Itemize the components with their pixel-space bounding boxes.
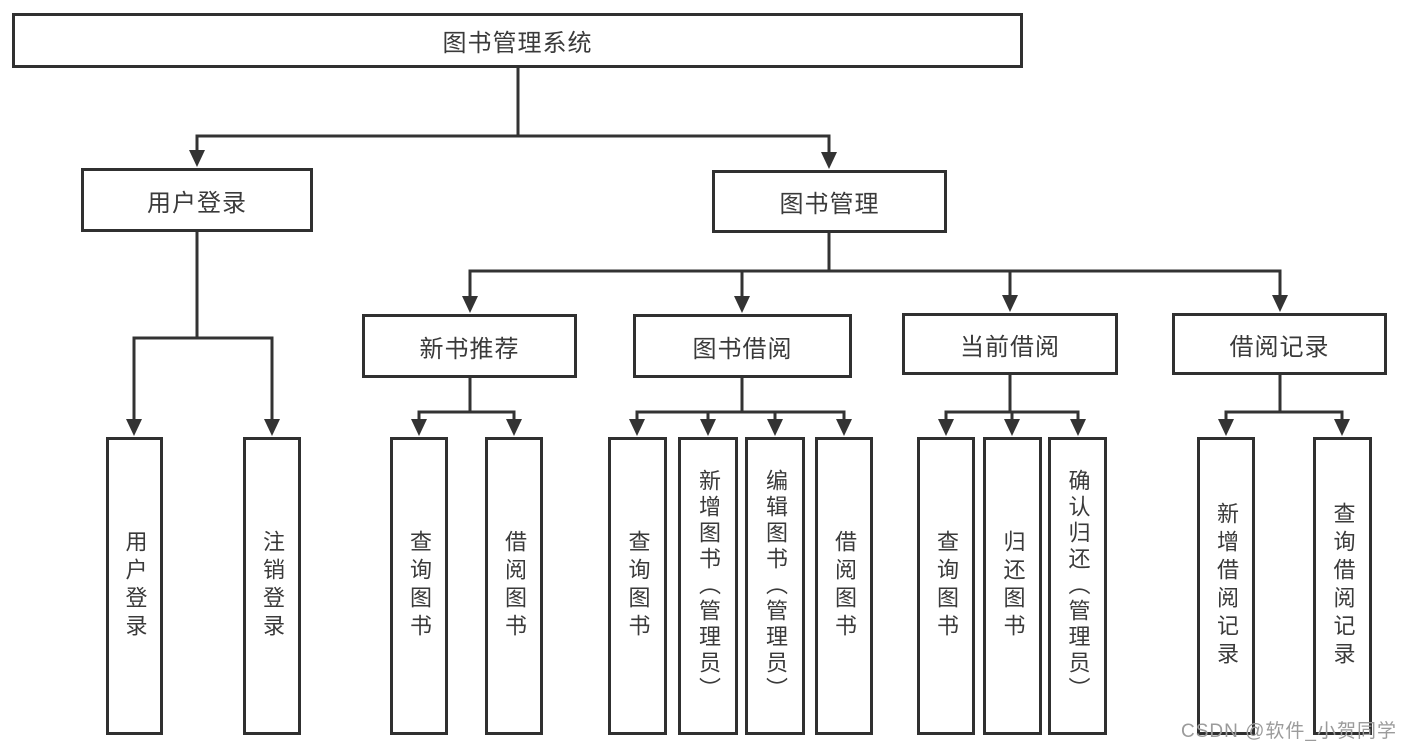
leaf-query-books-recommend-label: 查询图书	[407, 530, 432, 642]
leaf-add-books-admin-label: 新增图书（管理员）	[696, 469, 721, 703]
node-new-book-recommend: 新书推荐	[362, 314, 577, 378]
csdn-watermark: CSDN @软件_小贺同学	[1181, 721, 1397, 742]
leaf-query-books-borrowing: 查询图书	[608, 437, 667, 735]
leaf-query-books-recommend: 查询图书	[390, 437, 448, 735]
leaf-add-books-admin: 新增图书（管理员）	[678, 437, 738, 735]
node-book-management: 图书管理	[712, 170, 947, 233]
leaf-user-login: 用户登录	[106, 437, 163, 735]
leaf-edit-books-admin: 编辑图书（管理员）	[745, 437, 805, 735]
leaf-return-books-label: 归还图书	[1000, 530, 1026, 642]
leaf-borrow-books-recommend: 借阅图书	[485, 437, 543, 735]
leaf-logout-label: 注销登录	[260, 530, 285, 642]
leaf-query-books-current: 查询图书	[917, 437, 975, 735]
leaf-query-borrow-record: 查询借阅记录	[1313, 437, 1372, 735]
node-borrowing-records: 借阅记录	[1172, 313, 1387, 375]
leaf-add-borrow-record-label: 新增借阅记录	[1214, 502, 1239, 670]
leaf-add-borrow-record: 新增借阅记录	[1197, 437, 1255, 735]
leaf-return-books: 归还图书	[983, 437, 1042, 735]
leaf-query-books-borrowing-label: 查询图书	[625, 530, 651, 642]
node-user-login: 用户登录	[81, 168, 313, 232]
leaf-query-books-current-label: 查询图书	[934, 530, 959, 642]
leaf-confirm-return-admin: 确认归还（管理员）	[1048, 437, 1107, 735]
leaf-borrow-books-borrowing: 借阅图书	[815, 437, 873, 735]
leaf-user-login-label: 用户登录	[122, 530, 148, 642]
node-current-borrowing: 当前借阅	[902, 313, 1118, 375]
node-library-management-system: 图书管理系统	[12, 13, 1023, 68]
leaf-confirm-return-admin-label: 确认归还（管理员）	[1065, 469, 1091, 703]
node-book-borrowing: 图书借阅	[633, 314, 852, 378]
leaf-logout: 注销登录	[243, 437, 301, 735]
leaf-query-borrow-record-label: 查询借阅记录	[1330, 502, 1356, 670]
leaf-edit-books-admin-label: 编辑图书（管理员）	[763, 469, 788, 703]
leaf-borrow-books-recommend-label: 借阅图书	[502, 530, 527, 642]
leaf-borrow-books-borrowing-label: 借阅图书	[832, 530, 857, 642]
